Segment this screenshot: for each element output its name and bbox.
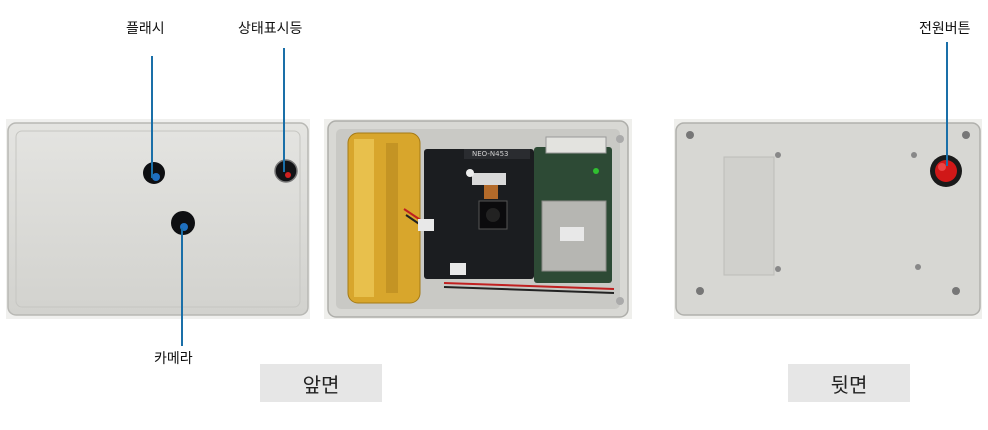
status-led-leader-line [283, 48, 285, 172]
flash-hole [143, 162, 165, 184]
flash-leader-line [151, 56, 153, 178]
camera-leader-line [181, 228, 183, 346]
back-caption: 뒷면 [788, 364, 910, 402]
open-enclosure-photo: NEO-N453 [324, 119, 632, 319]
back-enclosure-photo [674, 119, 982, 319]
status-led-label: 상태표시등 [238, 21, 303, 37]
status-led-hole [274, 159, 298, 183]
power-button-leader-line [946, 42, 948, 166]
flash-label: 플래시 [126, 21, 165, 37]
front-enclosure-photo [6, 119, 310, 319]
front-caption: 앞면 [260, 364, 382, 402]
power-button-label: 전원버튼 [919, 21, 971, 37]
board-label: NEO-N453 [472, 150, 509, 158]
camera-label: 카메라 [154, 351, 193, 367]
camera-hole [171, 211, 195, 235]
